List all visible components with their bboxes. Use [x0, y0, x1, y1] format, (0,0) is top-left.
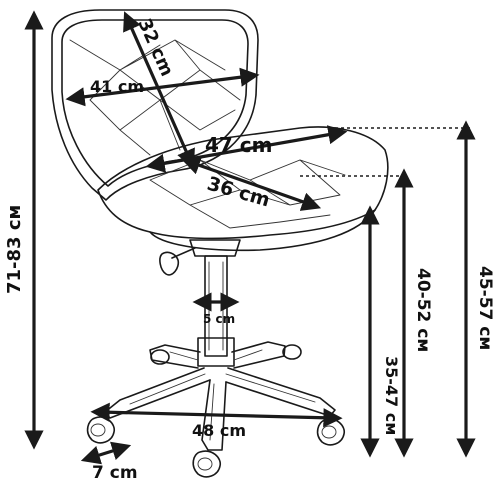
seat-width-label: 47 cm: [205, 133, 273, 157]
height-lever: [159, 247, 196, 276]
backrest-width-line: [65, 67, 260, 107]
gas-column-shading: [208, 261, 224, 351]
casters: [86, 344, 346, 478]
base-diameter-line: [90, 402, 343, 428]
seat-height-label: 35-47 см: [382, 356, 401, 435]
seat-front-height-label: 40-52 см: [413, 268, 433, 352]
column-diameter-label: 5 cm: [203, 312, 235, 326]
total-height-label: 71-83 см: [4, 205, 25, 294]
seat-back-height-label: 45-57 см: [475, 266, 495, 350]
seat-mechanism: [189, 239, 241, 257]
gas-column: [204, 255, 228, 357]
base-diameter-label: 48 cm: [192, 421, 246, 440]
dimension-labels: 32 cm 41 cm 47 cm 36 cm 5 cm 48 cm 7 cm …: [4, 15, 495, 483]
caster-size-label: 7 cm: [92, 463, 138, 483]
seat-depth-line: [180, 156, 322, 211]
backrest-width-label: 41 cm: [90, 77, 144, 96]
seat-edge: [149, 209, 376, 252]
caster-size-line: [80, 441, 132, 465]
column-collar: [197, 337, 235, 367]
dimension-lines: [24, 10, 476, 465]
